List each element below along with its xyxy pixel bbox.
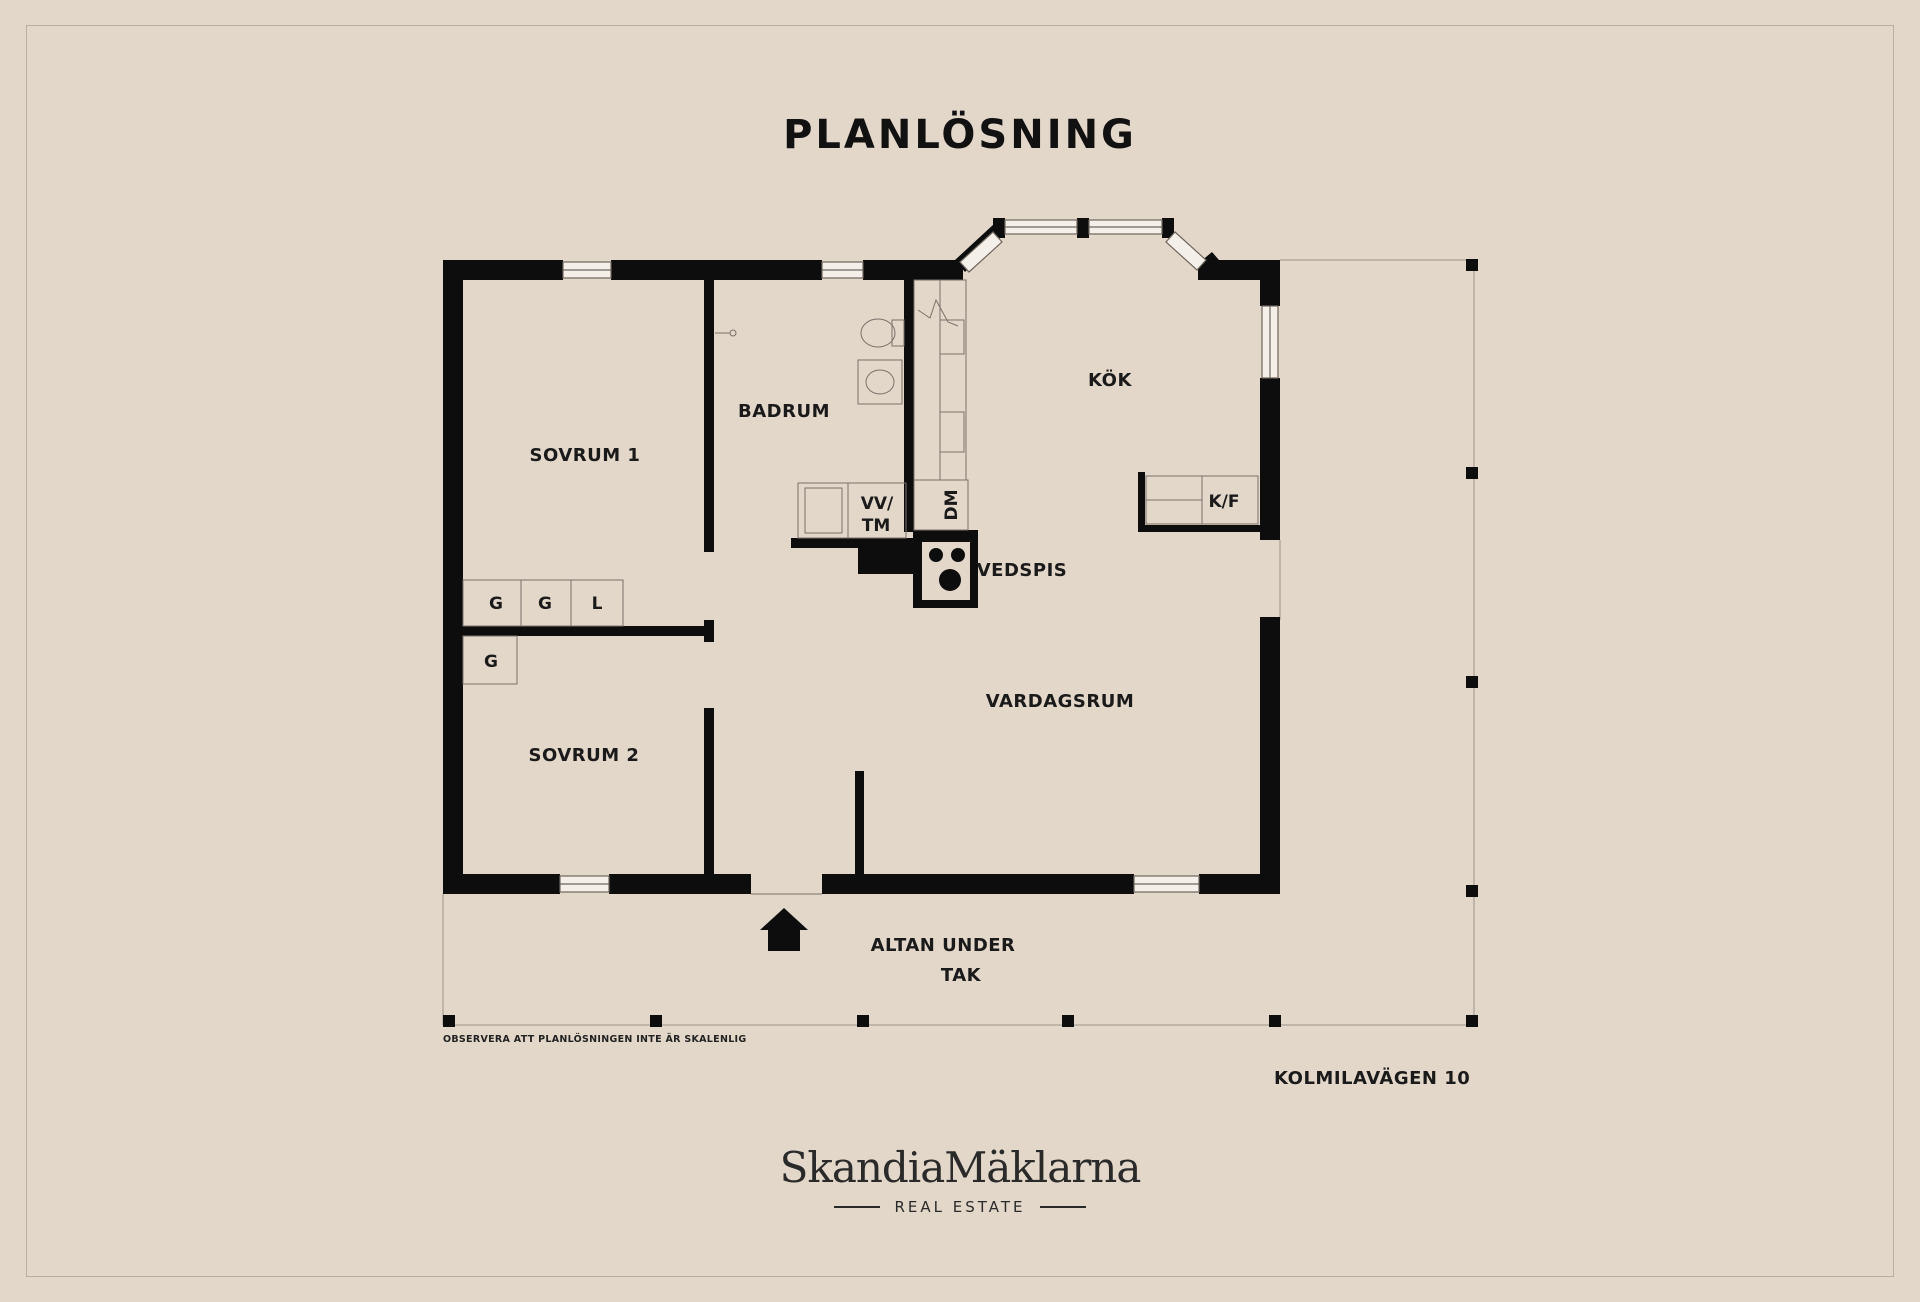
brand-logo: SkandiaMäklarna bbox=[779, 1143, 1142, 1192]
brand-tagline: REAL ESTATE bbox=[0, 1198, 1920, 1216]
label-altan-line1: ALTAN UNDER bbox=[871, 935, 1016, 956]
label-wardrobe-g3: G bbox=[484, 652, 498, 672]
label-dm: DM bbox=[942, 489, 962, 520]
label-wardrobe-g2: G bbox=[538, 594, 552, 614]
porch-posts bbox=[443, 259, 1478, 1027]
label-vardagsrum: VARDAGSRUM bbox=[986, 691, 1135, 712]
label-kok: KÖK bbox=[1088, 369, 1132, 391]
page-border bbox=[26, 25, 1894, 1277]
tagline-dash-right bbox=[1039, 1206, 1086, 1208]
label-badrum: BADRUM bbox=[738, 401, 830, 422]
label-altan-line2: TAK bbox=[941, 965, 982, 986]
label-kf: K/F bbox=[1209, 492, 1240, 512]
windows bbox=[559, 219, 1279, 893]
label-vedspis: VEDSPIS bbox=[977, 560, 1068, 581]
wood-stove bbox=[922, 542, 970, 600]
label-sovrum-1: SOVRUM 1 bbox=[530, 445, 641, 466]
label-wardrobe-g1: G bbox=[489, 594, 503, 614]
label-vvtm-line1: VV/ bbox=[861, 494, 894, 514]
scale-disclaimer: OBSERVERA ATT PLANLÖSNINGEN INTE ÄR SKAL… bbox=[443, 1034, 747, 1045]
label-linen-l: L bbox=[592, 594, 603, 614]
entrance-arrow-icon bbox=[760, 908, 808, 951]
tagline-dash-left bbox=[834, 1206, 881, 1208]
fixture-outlines bbox=[462, 279, 1259, 895]
property-address: KOLMILAVÄGEN 10 bbox=[1274, 1068, 1471, 1089]
page-title: PLANLÖSNING bbox=[783, 112, 1137, 158]
label-vvtm-line2: TM bbox=[862, 516, 891, 536]
tagline-text: REAL ESTATE bbox=[894, 1198, 1026, 1216]
porch-outline bbox=[442, 259, 1475, 1026]
exterior-walls bbox=[443, 218, 1280, 894]
interior-walls bbox=[463, 280, 1260, 874]
label-sovrum-2: SOVRUM 2 bbox=[529, 745, 640, 766]
